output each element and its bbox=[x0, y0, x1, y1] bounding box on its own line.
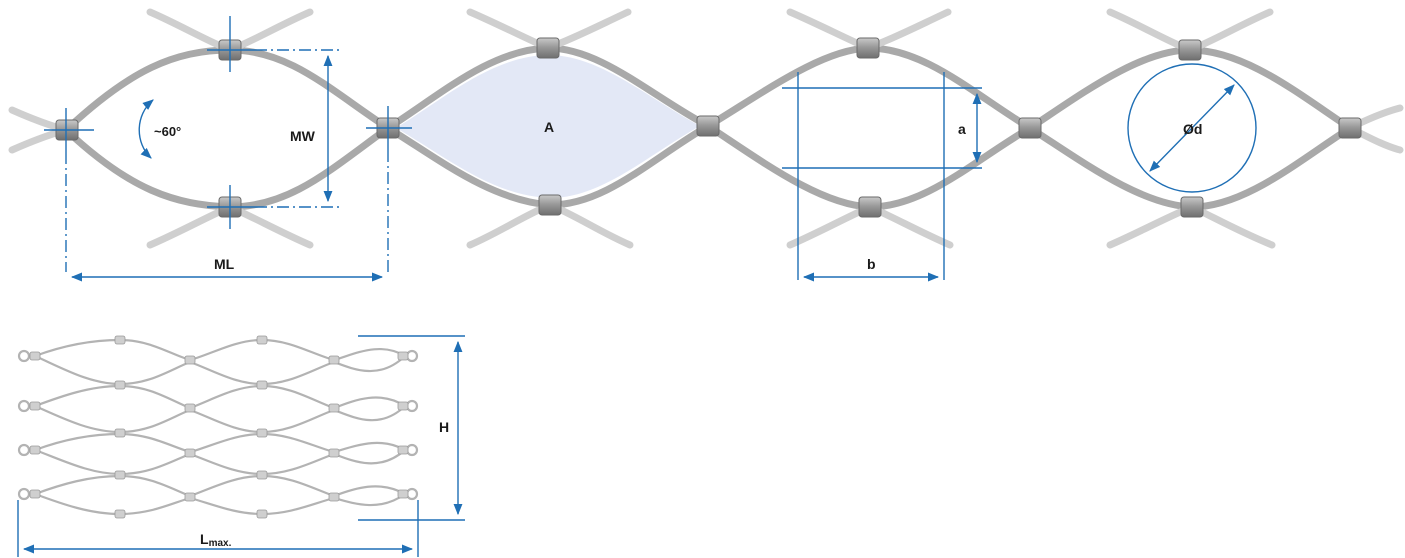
length-max-label: Lmax. bbox=[200, 531, 232, 549]
length-max-main: L bbox=[200, 531, 209, 547]
mesh-panel bbox=[17, 338, 419, 516]
side-b-label: b bbox=[867, 256, 876, 272]
angle-label: ~60° bbox=[154, 124, 181, 139]
panel-dimension-lines bbox=[17, 335, 465, 557]
diameter-label: Ød bbox=[1183, 121, 1202, 137]
mesh-length-label: ML bbox=[214, 256, 235, 272]
height-label: H bbox=[439, 419, 449, 435]
mesh-panel-ferrules bbox=[29, 335, 409, 519]
dimension-lines bbox=[44, 16, 1257, 282]
area-a-fill bbox=[396, 55, 700, 198]
side-a-label: a bbox=[958, 121, 966, 137]
length-max-sub: max. bbox=[209, 538, 232, 549]
mesh-width-label: MW bbox=[290, 128, 316, 144]
upper-mesh-ferrules bbox=[55, 37, 1362, 218]
area-label: A bbox=[544, 119, 554, 135]
